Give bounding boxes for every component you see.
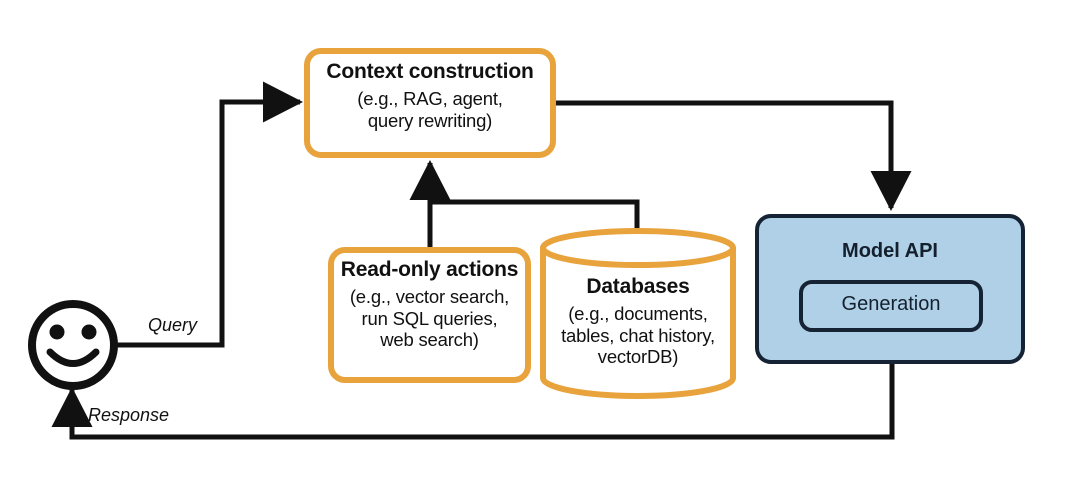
edge-query-arrow: [112, 81, 303, 348]
edge-context-to-model-arrow: [553, 100, 912, 211]
edge-response-arrow: [51, 362, 895, 440]
node-context-construction-box: [304, 48, 556, 158]
smiley-face-icon: [28, 300, 118, 390]
edge-databases-to-context-join: [430, 199, 640, 233]
node-read-only-actions-box: [328, 247, 531, 383]
node-generation-box: [799, 280, 983, 332]
edge-label-query: Query: [148, 315, 198, 335]
node-databases-cylinder: [540, 228, 736, 399]
edge-label-response: Response: [88, 405, 170, 425]
